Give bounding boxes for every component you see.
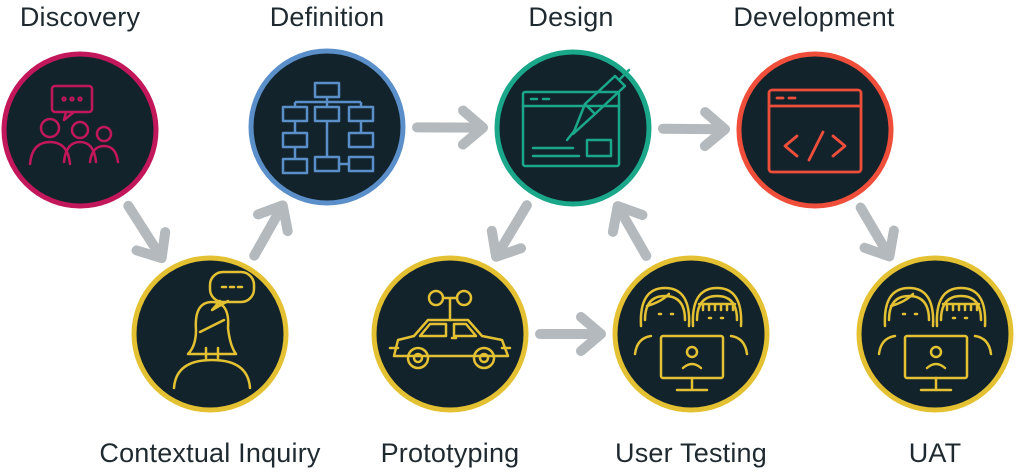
stage-circle-user-testing	[612, 255, 770, 413]
stage-circle-prototyping	[371, 255, 529, 413]
stage-label-definition: Definition	[269, 2, 385, 32]
flow-arrow-design-to-prototyping	[486, 200, 532, 262]
stage-node-prototyping	[371, 255, 529, 413]
stage-node-discovery	[1, 51, 159, 209]
flow-arrow-contextual-inquiry-to-definition	[249, 200, 293, 261]
stage-circle-development	[736, 51, 894, 209]
stage-node-development	[736, 51, 894, 209]
stage-label-discovery: Discovery	[19, 2, 141, 32]
stage-node-user-testing	[612, 255, 770, 413]
stage-circle-design	[494, 49, 652, 207]
stage-node-definition	[248, 48, 406, 206]
stage-label-contextual-inquiry: Contextual Inquiry	[99, 438, 321, 468]
flow-arrow-definition-to-design	[411, 105, 489, 150]
stage-circle-contextual-inquiry	[131, 255, 289, 413]
stage-label-uat: UAT	[908, 438, 962, 468]
flow-arrow-discovery-to-contextual-inquiry	[123, 200, 171, 264]
stage-node-design	[494, 49, 652, 207]
stage-circle-uat	[856, 255, 1014, 413]
stage-label-design: Design	[528, 2, 614, 32]
flow-arrow-user-testing-to-design	[607, 201, 652, 261]
stage-label-prototyping: Prototyping	[380, 438, 520, 468]
stage-circle-discovery	[1, 51, 159, 209]
stage-node-contextual-inquiry	[131, 255, 289, 413]
flow-arrow-design-to-development	[657, 107, 731, 152]
stage-label-user-testing: User Testing	[615, 438, 767, 468]
stage-label-development: Development	[733, 2, 895, 32]
flow-arrow-development-to-uat	[855, 202, 899, 262]
flow-arrow-prototyping-to-user-testing	[535, 312, 606, 356]
stage-node-uat	[856, 255, 1014, 413]
